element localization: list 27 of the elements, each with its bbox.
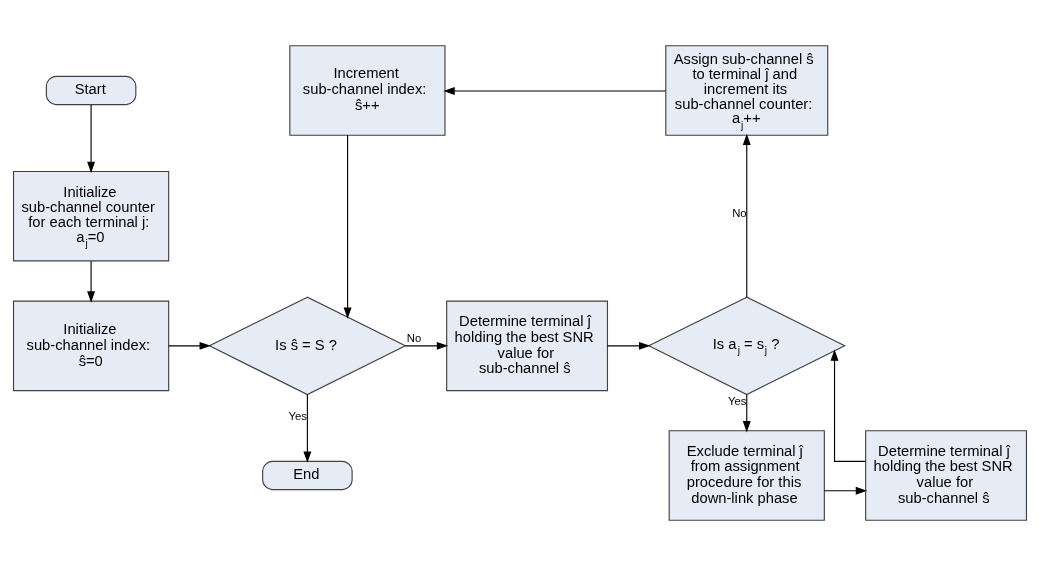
edge-label: No <box>406 331 421 344</box>
arrow <box>404 341 448 350</box>
node-box: Initialize sub-channel index: ŝ=0 <box>12 300 169 391</box>
arrow <box>606 341 650 350</box>
edge-label: No <box>731 206 747 219</box>
node-box: Determine terminal ĵ holding the best SNR value for sub-channel ŝ <box>864 429 1027 521</box>
arrow <box>86 260 95 303</box>
node-diamond: Is ŝ = S ? <box>207 296 407 395</box>
node-box: End <box>261 460 353 490</box>
arrow <box>830 348 866 462</box>
arrow <box>302 393 311 463</box>
node-box: Exclude terminal ĵ from assignment procedure for this down-link phase <box>668 429 825 521</box>
arrow <box>442 86 666 95</box>
node-box: Start <box>45 75 136 105</box>
node-box: Assign sub-channel ŝ to terminal ĵ and increment its sub-channel counter: a$_{j}$++ <box>664 44 828 136</box>
arrow <box>742 393 751 432</box>
arrow <box>167 341 211 350</box>
arrow <box>343 134 352 319</box>
node-box: Increment sub-channel index: ŝ++ <box>288 44 446 136</box>
arrow <box>86 103 95 173</box>
arrow <box>823 486 867 495</box>
node-box: Initialize sub-channel counter for each terminal j: a$_{j}$=0 <box>12 170 169 261</box>
edge-label: Yes <box>288 409 307 422</box>
node-box: Determine terminal ĵ holding the best SNR value for sub-channel ŝ <box>445 300 608 391</box>
node-diamond: Is a$_{j}$ = s$_{j}$ ? <box>647 296 846 395</box>
arrow <box>742 133 751 297</box>
edge-label: Yes <box>727 394 746 407</box>
